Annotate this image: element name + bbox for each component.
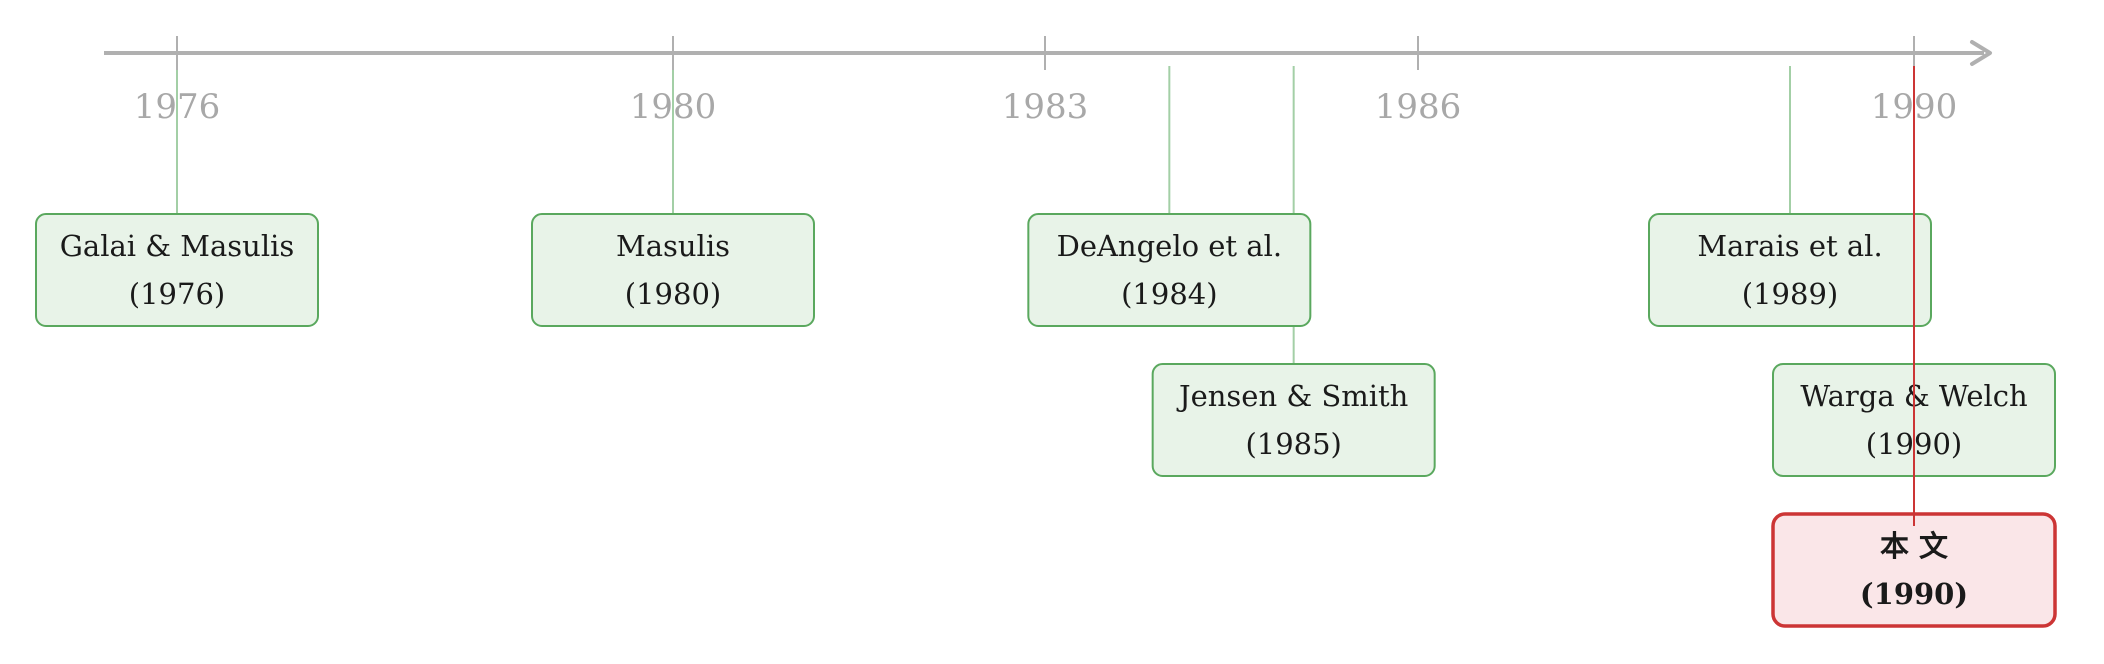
- event-item: DeAngelo et al. (1984): [1027, 213, 1312, 327]
- axis-tick-label: 1983: [1002, 87, 1089, 127]
- axis-tick-label: 1980: [630, 87, 717, 127]
- axis-tick-label: 1986: [1375, 87, 1462, 127]
- event-year: (1976): [129, 277, 225, 311]
- axis-tick-label: 1976: [134, 87, 221, 127]
- event-year: (1989): [1742, 277, 1838, 311]
- highlight-year: (1990): [1860, 577, 1968, 611]
- event-item: Masulis (1980): [531, 213, 815, 327]
- event-box: [531, 213, 815, 327]
- axis-arrowhead: [1970, 40, 1992, 66]
- event-title: Marais et al.: [1697, 229, 1882, 263]
- event-title: Galai & Masulis: [60, 229, 295, 263]
- event-box: [1648, 213, 1932, 327]
- event-item: Jensen & Smith (1985): [1151, 363, 1436, 477]
- event-box: [1027, 213, 1312, 327]
- event-item: Marais et al. (1989): [1648, 213, 1932, 327]
- highlight-event: 本 文 (1990): [1771, 512, 2057, 628]
- highlight-title: 本 文: [1880, 529, 1949, 563]
- event-box: [1151, 363, 1436, 477]
- event-boxes: Galai & Masulis (1976) Masulis (1980) DeAnge…: [35, 213, 2057, 628]
- event-title: DeAngelo et al.: [1057, 229, 1283, 263]
- event-year: (1985): [1245, 427, 1341, 461]
- event-item: Galai & Masulis (1976): [35, 213, 319, 327]
- event-box: [35, 213, 319, 327]
- event-year: (1980): [625, 277, 721, 311]
- event-year: (1984): [1121, 277, 1217, 311]
- event-title: Jensen & Smith: [1176, 379, 1408, 413]
- event-title: Masulis: [616, 229, 730, 263]
